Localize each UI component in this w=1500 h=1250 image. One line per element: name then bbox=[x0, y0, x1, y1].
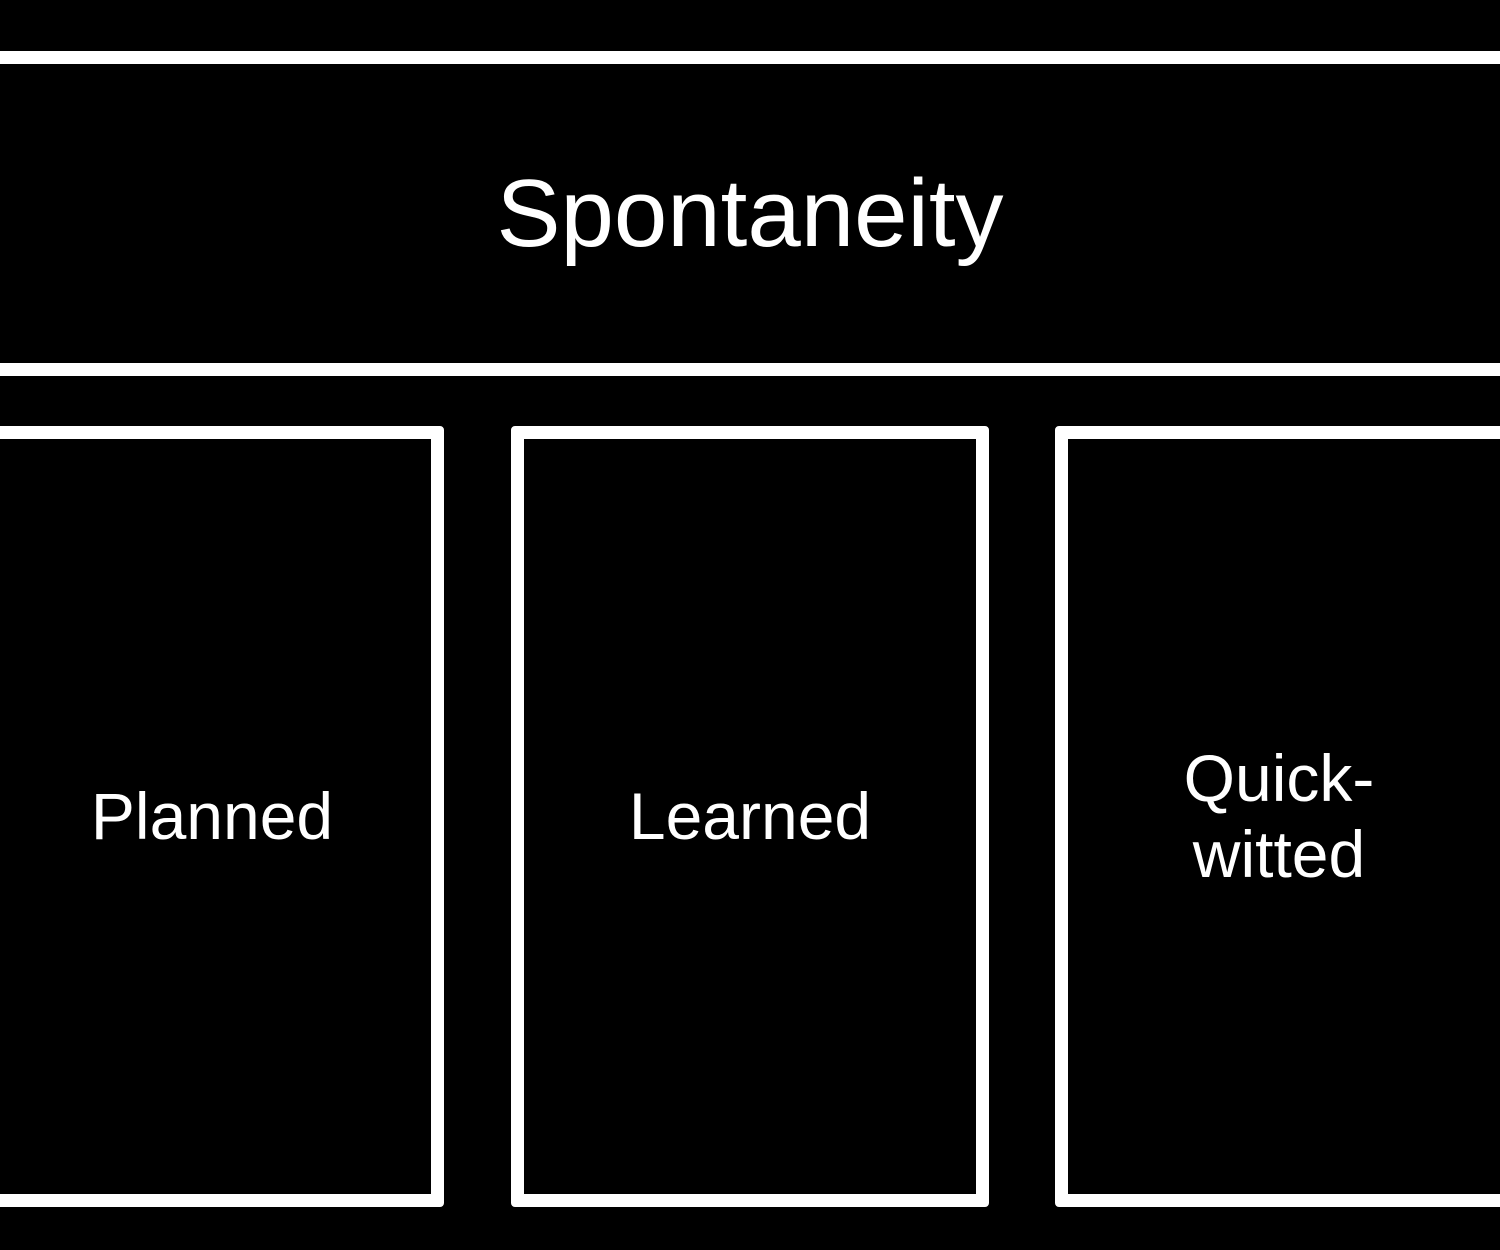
diagram-header: Spontaneity bbox=[0, 64, 1500, 363]
category-box-planned: Planned bbox=[0, 426, 444, 1207]
category-label: Learned bbox=[628, 778, 872, 853]
category-box-learned: Learned bbox=[511, 426, 989, 1207]
diagram-title: Spontaneity bbox=[496, 159, 1004, 267]
category-label: Planned bbox=[90, 778, 334, 853]
header-bottom-divider bbox=[0, 363, 1500, 376]
category-label: Quick-witted bbox=[1183, 740, 1375, 891]
header-top-divider bbox=[0, 51, 1500, 64]
category-box-quick-witted: Quick-witted bbox=[1055, 426, 1500, 1207]
